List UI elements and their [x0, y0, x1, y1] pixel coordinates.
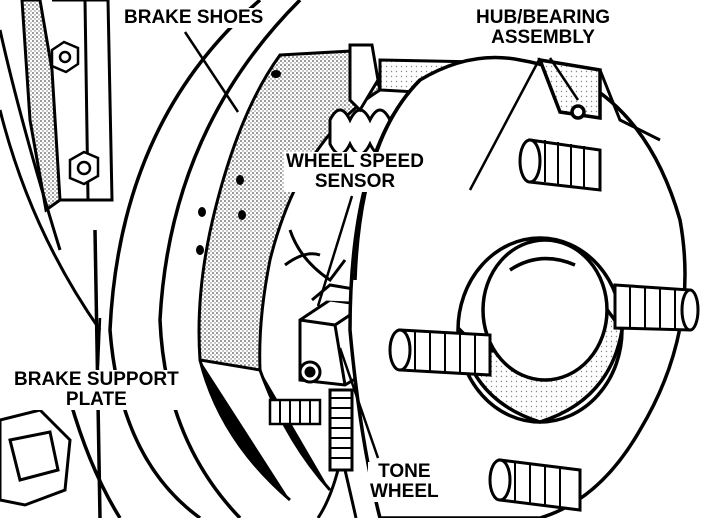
support-plate-bolt — [0, 408, 72, 507]
wheel-stud-top — [518, 138, 602, 192]
wheel-stud-right — [613, 283, 700, 332]
leader-hub-bearing-2 — [548, 57, 580, 101]
leader-tone-wheel — [338, 347, 380, 459]
label-hub-bearing-assembly: HUB/BEARING ASSEMBLY — [474, 7, 613, 48]
leader-brake-shoes — [183, 31, 240, 113]
label-brake-shoes: BRAKE SHOES — [122, 7, 266, 28]
label-tone-wheel: TONE WHEEL — [368, 462, 441, 502]
label-hub-bearing-line2: ASSEMBLY — [491, 27, 595, 48]
label-brake-support-plate-line1: BRAKE SUPPORT — [14, 369, 179, 390]
label-hub-bearing-line1: HUB/BEARING — [476, 7, 611, 28]
label-wheel-speed-sensor: WHEEL SPEED SENSOR — [284, 152, 426, 192]
label-tone-wheel-line1: TONE — [378, 461, 431, 482]
wheel-stud-left — [388, 328, 492, 377]
hub-center-cap — [456, 236, 624, 424]
leader-wheel-speed-sensor — [316, 195, 354, 307]
label-brake-shoes-text: BRAKE SHOES — [124, 7, 264, 28]
adjuster-spring — [268, 398, 322, 426]
bracket-nut-upper — [50, 40, 80, 74]
label-wheel-speed-sensor-line1: WHEEL SPEED — [286, 151, 424, 172]
label-tone-wheel-line2: WHEEL — [370, 481, 439, 502]
leader-lines — [96, 31, 580, 459]
label-brake-support-plate: BRAKE SUPPORT PLATE — [12, 370, 181, 410]
label-wheel-speed-sensor-line2: SENSOR — [314, 171, 396, 192]
bracket-nut-lower — [68, 150, 100, 186]
wheel-stud-bottom — [488, 458, 582, 512]
shoe-rivets — [196, 70, 281, 255]
leader-hub-bearing — [468, 57, 542, 191]
leader-brake-support-plate — [96, 317, 102, 367]
label-brake-support-plate-line2: PLATE — [65, 389, 127, 410]
lower-return-spring — [316, 388, 358, 518]
